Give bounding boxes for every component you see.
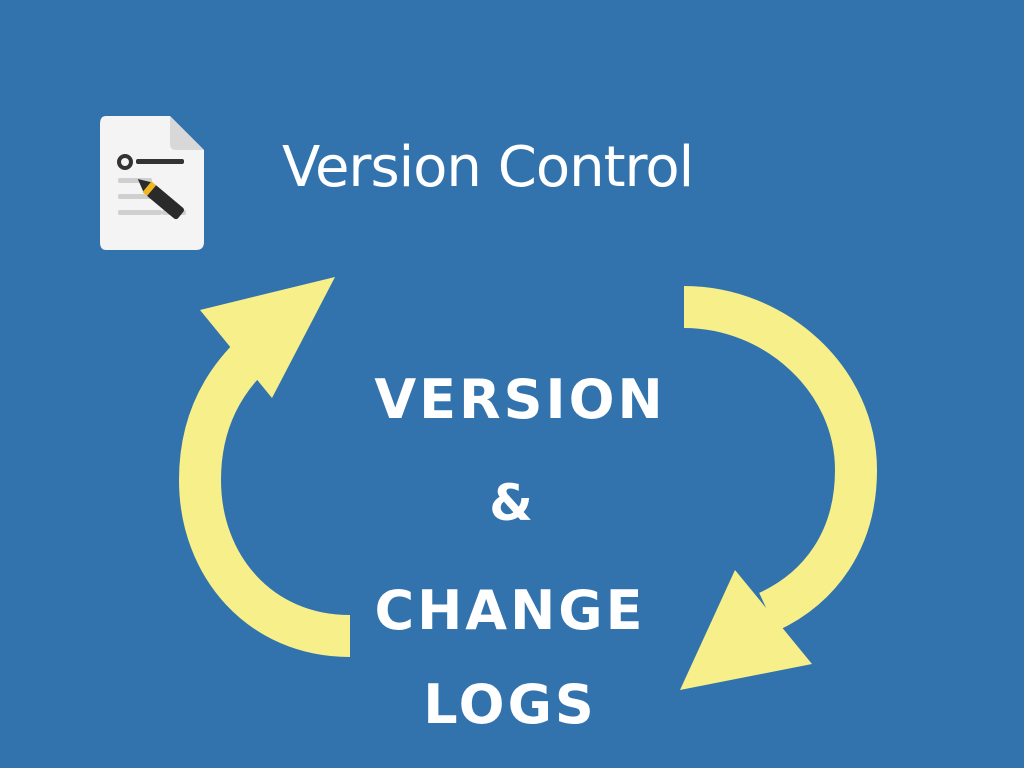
left-cycle-arrow xyxy=(178,277,351,657)
center-line-ampersand: & xyxy=(489,474,533,532)
right-cycle-arrow xyxy=(680,286,878,690)
center-line-logs: LOGS xyxy=(423,673,597,736)
document-edit-icon xyxy=(100,116,204,250)
center-line-change: CHANGE xyxy=(374,579,646,642)
center-line-version: VERSION xyxy=(374,368,666,431)
slide-title: Version Control xyxy=(282,135,694,200)
